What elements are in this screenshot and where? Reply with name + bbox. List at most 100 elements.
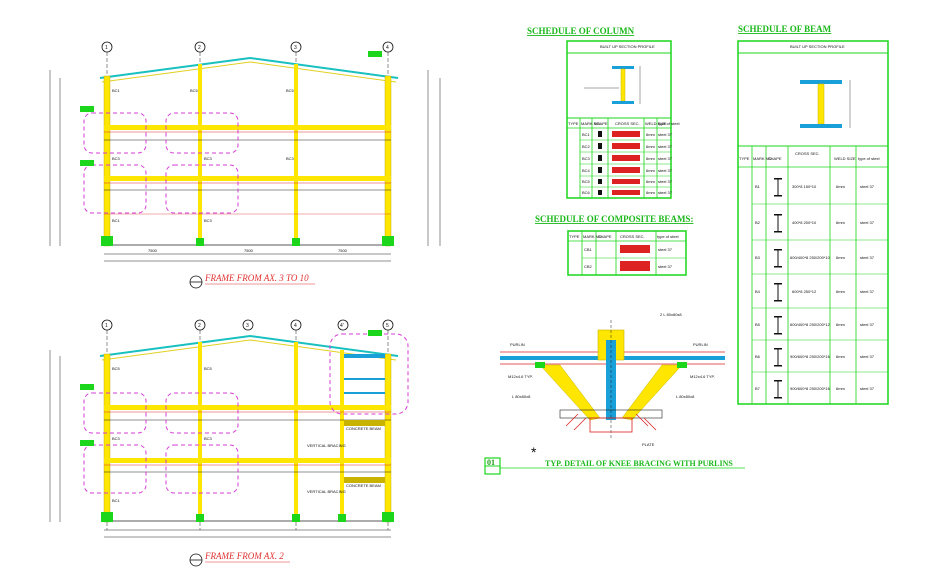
table-cell: steel 37: [658, 144, 673, 149]
detail-label: M12x4.6 TYP.: [508, 374, 533, 379]
composite-schedule-heading: SCHEDULE OF COMPOSITE BEAMS:: [535, 214, 693, 224]
table-cell: 6mm: [836, 289, 846, 294]
table-cell: BC6: [582, 190, 591, 195]
note-vertical-bracing: VERTICAL BRACING: [307, 489, 346, 494]
table-cell: BC1: [582, 132, 591, 137]
col-header: type of steel: [858, 156, 880, 161]
axis-label: 5: [386, 323, 389, 329]
detail-label: PLATE: [642, 442, 655, 447]
table-cell: BC4: [582, 168, 591, 173]
top-frame: 1 2 3 4: [49, 41, 441, 289]
table-cell: B7: [755, 386, 761, 391]
table-cell: B5: [755, 322, 761, 327]
table-cell: steel 37: [658, 156, 673, 161]
axis-label: 3: [294, 45, 297, 51]
axis-label: 1: [105, 45, 108, 51]
table-cell: B4: [755, 289, 761, 294]
table-cell: 6mm: [836, 322, 846, 327]
col-header: MARK NO.: [753, 156, 773, 161]
dim-label: 7500: [244, 248, 254, 253]
table-cell: steel 37: [860, 255, 875, 260]
table-cell: 900/600*8 250/200*16: [790, 386, 831, 391]
note-vertical-bracing: VERTICAL BRACING: [307, 443, 346, 448]
member-label: BC3: [286, 156, 295, 161]
col-header: MARK NO.: [583, 234, 603, 239]
member-label: BC1: [112, 498, 121, 503]
schedule-of-column: SCHEDULE OF COLUMN BUILT UP SECTION PROF…: [527, 26, 680, 199]
table-cell: 6mm: [646, 179, 656, 184]
table-cell: steel 37: [658, 168, 673, 173]
table-cell: BC3: [582, 156, 591, 161]
table-cell: B2: [755, 220, 761, 225]
beam-profile-caption: BUILT UP SECTION PROFILE: [790, 44, 845, 49]
table-cell: 6mm: [646, 190, 656, 195]
dim-label: 7500: [148, 248, 158, 253]
axis-label: 2: [198, 45, 201, 51]
col-header: WELD SIZE: [645, 121, 667, 126]
column-schedule-heading: SCHEDULE OF COLUMN: [527, 26, 635, 36]
table-cell: 6mm: [836, 354, 846, 359]
table-cell: steel 37: [658, 264, 673, 269]
column-rows: BC1 6mm steel 37 BC2 6mm steel 37 BC3 6m…: [580, 131, 673, 195]
col-header: CROSS SEC.: [795, 151, 820, 156]
column-profile-caption: BUILT UP SECTION PROFILE: [600, 44, 655, 49]
table-cell: steel 37: [658, 247, 673, 252]
detail-label: L 80x80x8: [676, 394, 695, 399]
dim-label: 7500: [338, 248, 348, 253]
col-header: MARK NO.: [581, 121, 601, 126]
asterisk-mark: *: [531, 444, 537, 460]
table-cell: steel 37: [860, 184, 875, 189]
table-cell: steel 37: [658, 179, 673, 184]
col-header: type of steel: [658, 121, 680, 126]
table-cell: 6mm: [646, 156, 656, 161]
member-label: BC3: [204, 218, 213, 223]
table-cell: CB1: [584, 247, 593, 252]
axis-label: 4: [294, 323, 297, 329]
col-header: WELD SIZE: [834, 156, 856, 161]
member-label: BC3: [204, 436, 213, 441]
table-cell: 400*8 200*10: [792, 220, 817, 225]
schedule-of-beam: SCHEDULE OF BEAM BUILT UP SECTION PROFIL…: [737, 24, 889, 405]
col-header: SHAPE: [598, 234, 612, 239]
col-header: CROSS SEC.: [615, 121, 640, 126]
member-label: BC5: [204, 366, 213, 371]
table-cell: steel 37: [860, 354, 875, 359]
table-cell: steel 37: [860, 220, 875, 225]
table-cell: 300*8 150*10: [792, 184, 817, 189]
member-label: BC5: [190, 88, 199, 93]
member-label: BC5: [112, 366, 121, 371]
member-label: BC1: [112, 218, 121, 223]
member-label: BC3: [112, 436, 121, 441]
table-cell: CB2: [584, 264, 593, 269]
member-label: BC3: [204, 156, 213, 161]
beam-schedule-heading: SCHEDULE OF BEAM: [738, 24, 832, 34]
table-cell: steel 37: [860, 322, 875, 327]
table-cell: 600/400*8 250/200*12: [790, 322, 831, 327]
col-header: type of steel: [657, 234, 679, 239]
axis-label: 4': [340, 323, 344, 329]
table-cell: 6mm: [836, 255, 846, 260]
member-label: BC5: [286, 88, 295, 93]
col-header: SHAPE: [768, 156, 782, 161]
schedule-of-composite-beams: SCHEDULE OF COMPOSITE BEAMS: TYPE MARK N…: [535, 214, 693, 276]
frame-title-bottom: FRAME FROM AX. 2: [204, 551, 284, 561]
table-cell: 6mm: [836, 220, 846, 225]
table-cell: 6mm: [646, 168, 656, 173]
member-label: BC3: [112, 156, 121, 161]
detail-number: 01: [487, 458, 495, 467]
member-label: BC1: [112, 88, 121, 93]
table-cell: BC2: [582, 144, 591, 149]
table-cell: 6mm: [646, 144, 656, 149]
detail-title: TYP. DETAIL OF KNEE BRACING WITH PURLINS: [545, 459, 733, 468]
col-header: TYPE: [739, 156, 750, 161]
axis-label: 2: [198, 323, 201, 329]
detail-label: PURLIN: [693, 342, 708, 347]
table-cell: B1: [755, 184, 761, 189]
table-cell: 600*8 250*12: [792, 289, 817, 294]
detail-label: L 80x80x8: [512, 394, 531, 399]
detail-label: PURLIN: [510, 342, 525, 347]
table-cell: steel 37: [658, 132, 673, 137]
axis-label: 4: [386, 45, 389, 51]
